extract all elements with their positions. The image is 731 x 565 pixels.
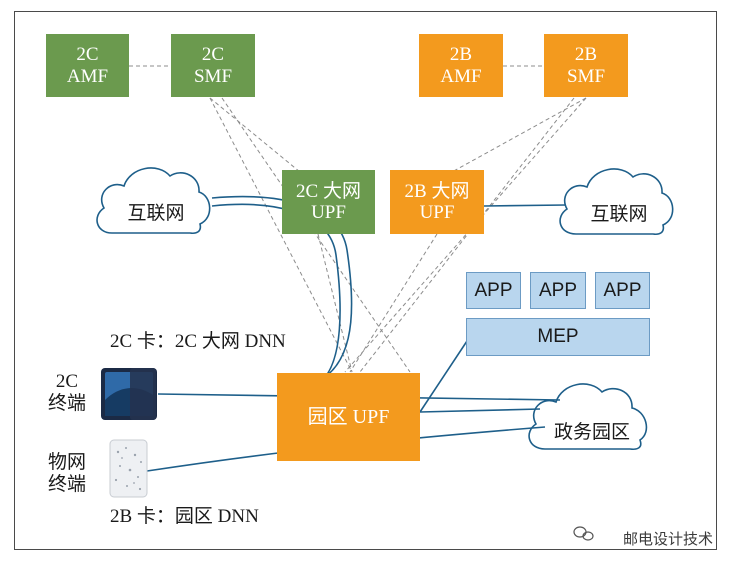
c-upf-to-park-link [317,233,353,373]
smf2c-to-c-upf-link [209,97,301,173]
c-amf-label: 2C AMF [66,44,109,87]
smf2c-to-park-upf-link-b [221,97,411,373]
park-upf-to-mep-link [419,337,470,413]
terminal-iot-label: 物网 终端 [48,452,87,495]
c-upf-node: 2C 大网 UPF [282,170,375,234]
c-smf-label: 2C SMF [193,44,233,87]
device-speckles [114,447,142,491]
phone-icon [101,368,157,420]
gov-park-label: 政务园区 [553,422,630,443]
internet-right-label: 互联网 [590,204,648,225]
smf2c-to-park-upf-link-a [209,97,353,373]
internet-left-to-park-upf-curve [211,195,353,389]
c-upf-label: 2C 大网 UPF [296,180,361,223]
iot-device-icon [109,439,148,498]
b-upf-label: 2B 大网 UPF [404,180,470,223]
internet-left-label: 互联网 [127,203,185,224]
watermark-text: 邮电设计技术 [622,530,713,548]
cloud-internet-right [559,168,674,236]
b-smf-label: 2B SMF [566,44,606,87]
clouds [96,167,674,451]
b-amf-label: 2B AMF [440,44,482,87]
dnn-2c-label: 2C 卡：2C 大网 DNN [110,331,286,352]
wechat-icon [573,526,594,541]
b-upf-node: 2B 大网 UPF [390,170,484,234]
app-box-2: APP [530,272,586,309]
app-box-1: APP [466,272,521,309]
c-smf-node: 2C SMF [171,34,255,97]
watermark: 邮电设计技术 [623,528,713,549]
b-upf-to-internet-right-link [483,204,567,207]
park-upf-label: 园区 UPF [307,405,390,428]
cloud-internet-left [96,167,211,235]
b-amf-node: 2B AMF [419,34,503,97]
app-box-3: APP [595,272,650,309]
smf2b-to-park-upf-link-a [344,97,587,373]
b-upf-to-park-link [349,233,438,373]
mep-box: MEP [466,318,650,356]
diagram-frame [14,11,717,550]
b-smf-node: 2B SMF [544,34,628,97]
internet-left-second-curve [211,203,341,385]
c-amf-node: 2C AMF [46,34,129,97]
smf2b-to-b-upf-link [451,97,587,173]
park-upf-to-gov-link [419,408,541,413]
smf2b-to-park-upf-link-b [359,97,575,373]
dnn-2b-label: 2B 卡：园区 DNN [110,506,259,527]
park-upf-node: 园区 UPF [277,373,420,461]
control-links [129,65,587,373]
terminal-2c-label: 2C 终端 [48,371,87,414]
